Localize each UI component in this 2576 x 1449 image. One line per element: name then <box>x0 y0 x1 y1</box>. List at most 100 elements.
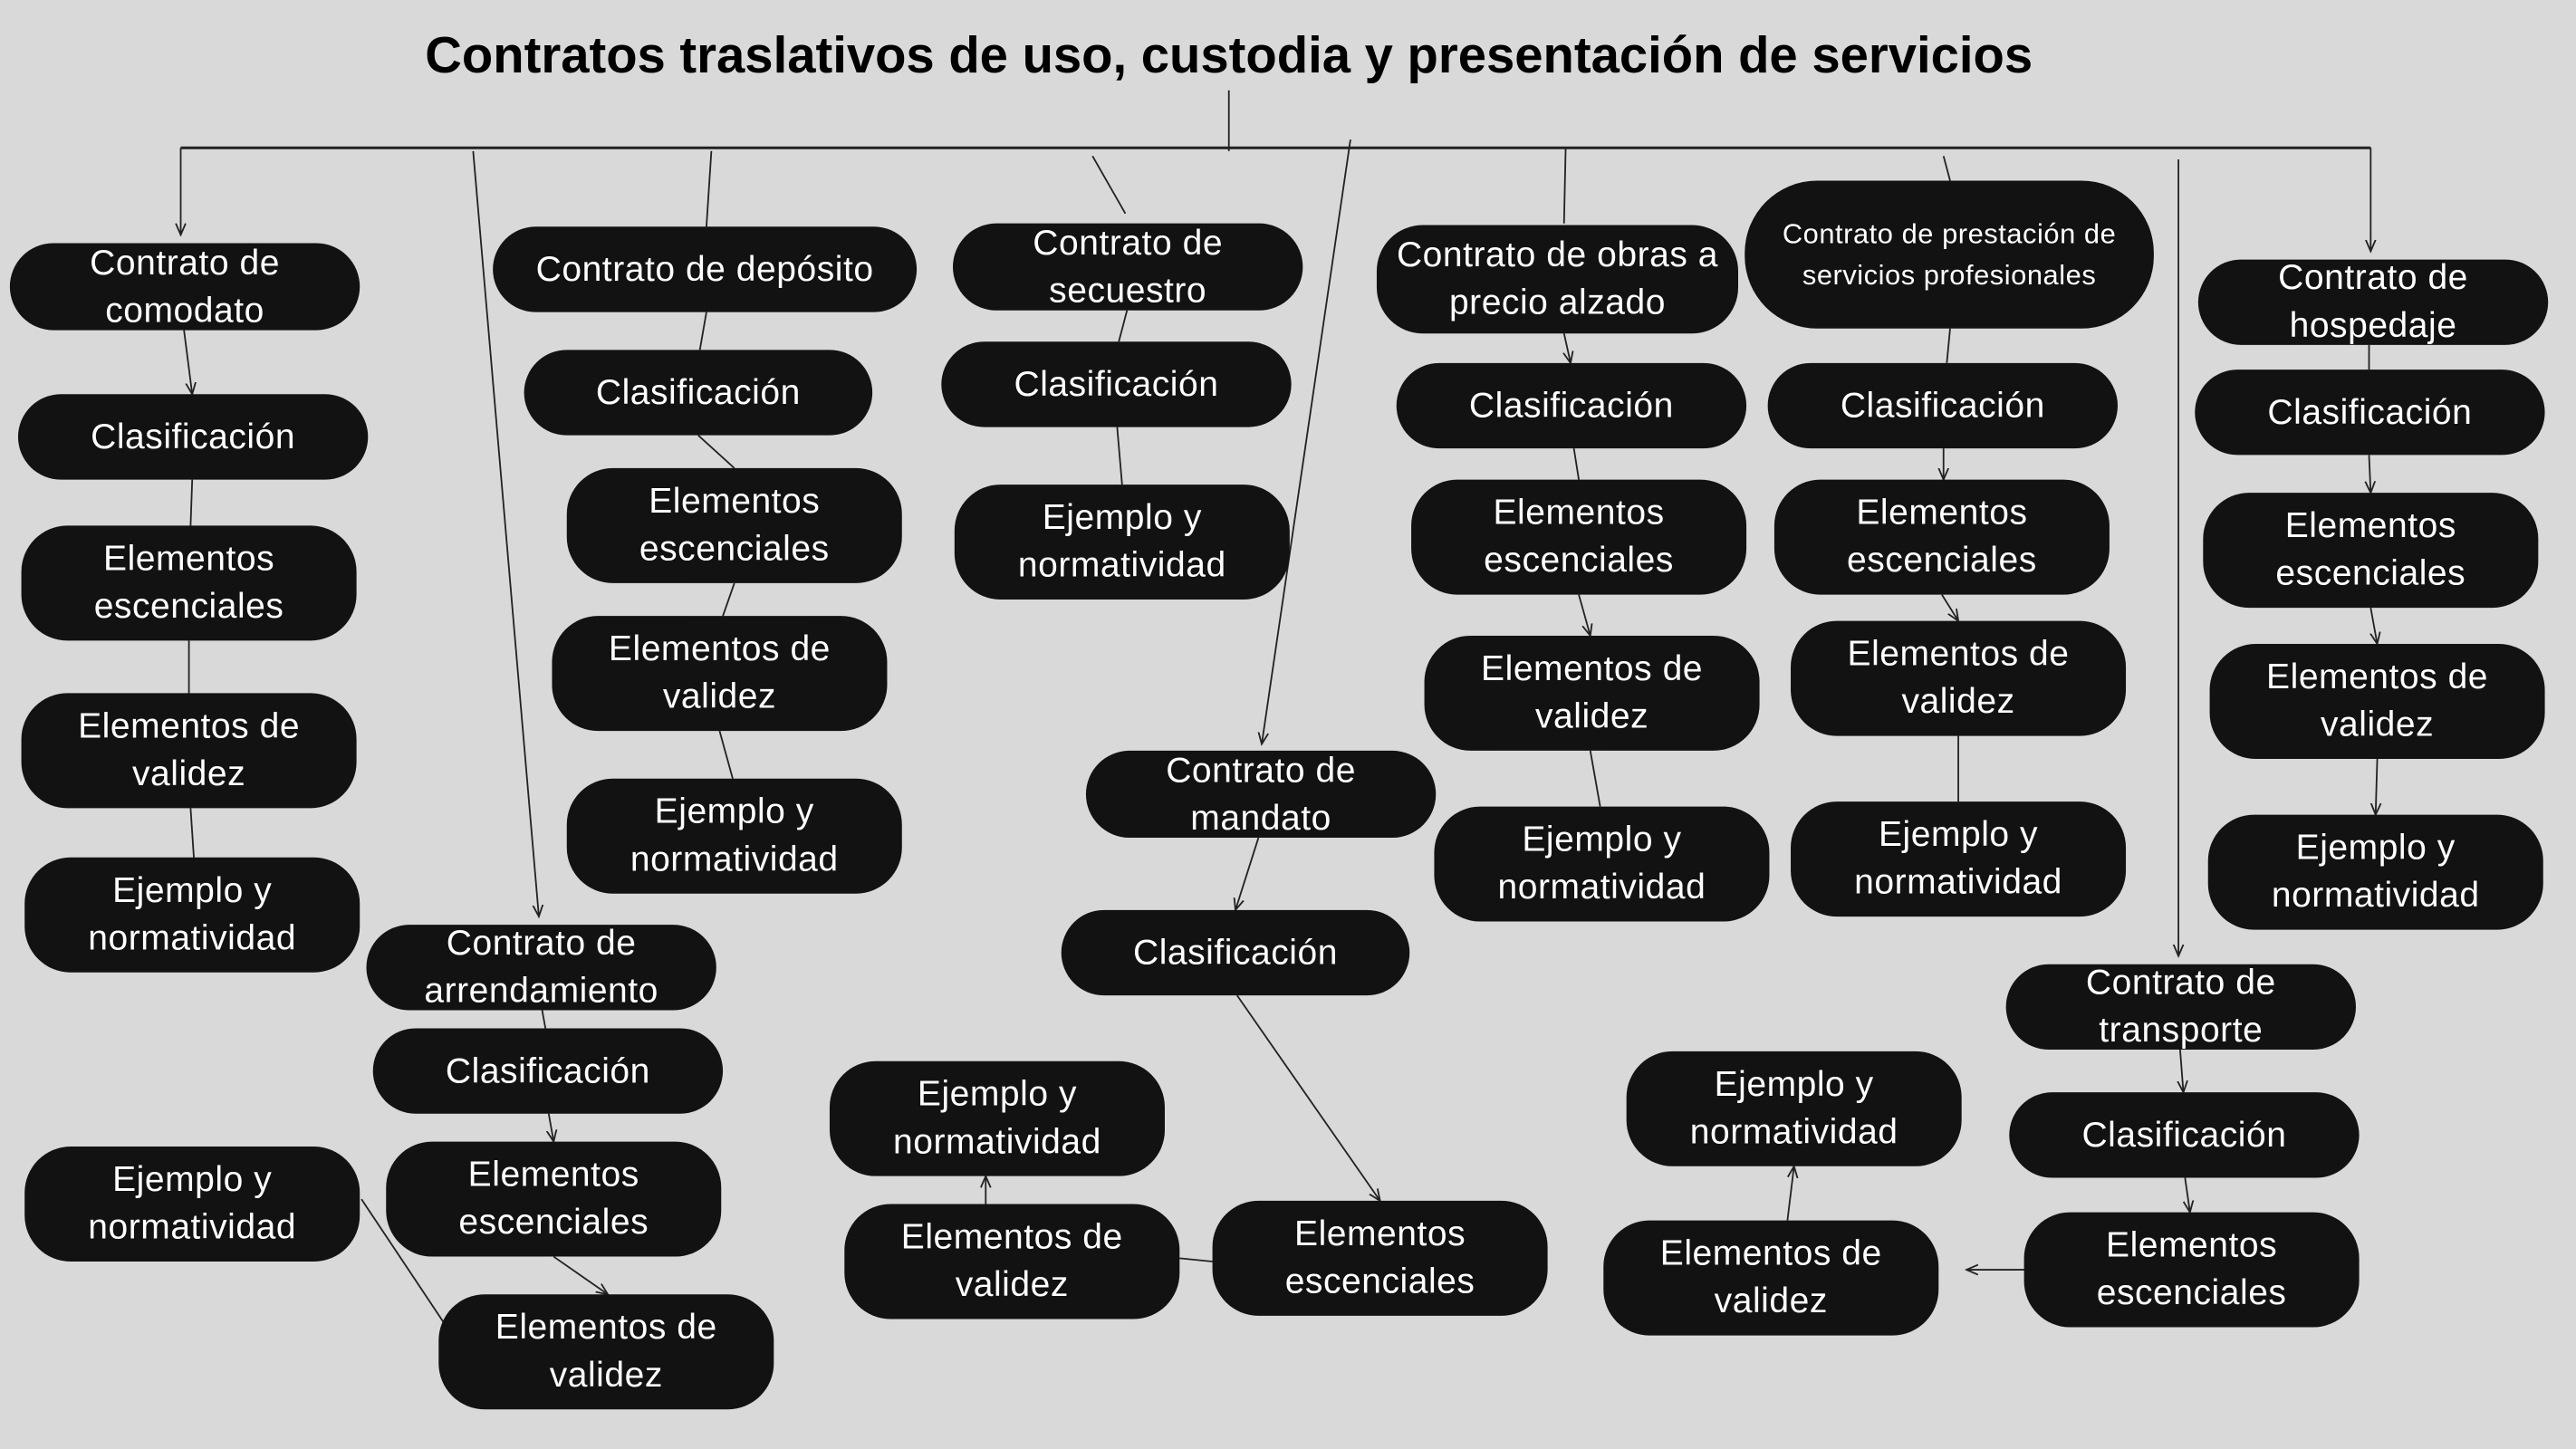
node-label: Clasificación <box>1468 385 1674 425</box>
connector-arrow <box>2376 758 2378 815</box>
node-transporte-elementos-validez[interactable]: Elementos de validez <box>1603 1220 1939 1336</box>
connector-line <box>1589 750 1601 807</box>
node-prestacion-elementos-esenciales[interactable]: Elementos escenciales <box>1773 479 2110 595</box>
node-label: Contrato de transporte <box>2085 962 2276 1051</box>
node-label: Contrato de depósito <box>535 248 874 289</box>
node-comodato[interactable]: Contrato de comodato <box>9 243 360 331</box>
node-secuestro-clasificacion[interactable]: Clasificación <box>941 341 1292 427</box>
node-hospedaje-elementos-esenciales[interactable]: Elementos escenciales <box>2203 493 2539 609</box>
node-label: Contrato de comodato <box>90 242 280 330</box>
node-label: Elementos escenciales <box>1847 493 2037 581</box>
node-label: Clasificación <box>1014 363 1219 404</box>
node-label: Ejemplo y normatividad <box>88 870 297 958</box>
connector-line <box>1942 156 1951 181</box>
node-deposito[interactable]: Contrato de depósito <box>493 226 918 312</box>
node-label: Elementos escenciales <box>93 538 284 627</box>
connector-line <box>1562 148 1567 224</box>
node-deposito-ejemplo[interactable]: Ejemplo y normatividad <box>566 778 902 894</box>
connector-line <box>697 434 735 469</box>
connector-arrow <box>2185 1177 2189 1212</box>
node-arrendamiento-clasificacion[interactable]: Clasificación <box>372 1028 724 1114</box>
node-label: Contrato de prestación de servicios prof… <box>1782 218 2117 292</box>
node-label: Elementos de validez <box>1481 648 1704 736</box>
node-label: Elementos escenciales <box>2275 505 2466 593</box>
connector-line <box>698 312 707 350</box>
node-transporte-clasificacion[interactable]: Clasificación <box>2009 1092 2360 1178</box>
node-mandato[interactable]: Contrato de mandato <box>1085 750 1437 839</box>
node-comodato-elementos-esenciales[interactable]: Elementos escenciales <box>21 525 357 641</box>
node-label: Elementos de validez <box>495 1307 717 1395</box>
node-label: Elementos escenciales <box>2096 1225 2287 1313</box>
node-arrendamiento-elementos-esenciales[interactable]: Elementos escenciales <box>386 1141 722 1257</box>
node-transporte[interactable]: Contrato de transporte <box>2005 963 2356 1051</box>
node-label: Ejemplo y normatividad <box>893 1074 1101 1162</box>
connector-arrow <box>1262 139 1351 744</box>
node-label: Ejemplo y normatividad <box>1854 814 2062 902</box>
node-hospedaje-ejemplo[interactable]: Ejemplo y normatividad <box>2207 814 2543 930</box>
node-arrendamiento[interactable]: Contrato de arrendamiento <box>366 923 716 1011</box>
node-prestacion-clasificacion[interactable]: Clasificación <box>1767 362 2118 449</box>
node-obras-clasificacion[interactable]: Clasificación <box>1396 362 1747 449</box>
node-label: Ejemplo y normatividad <box>1689 1064 1898 1152</box>
connector-arrow <box>2180 1049 2184 1092</box>
node-deposito-elementos-esenciales[interactable]: Elementos escenciales <box>566 467 902 583</box>
node-label: Ejemplo y normatividad <box>630 792 839 879</box>
connector-line <box>1179 1257 1213 1262</box>
connector-line <box>706 150 713 227</box>
node-label: Clasificación <box>595 371 801 412</box>
connector-arrow <box>183 330 192 395</box>
node-label: Contrato de mandato <box>1166 749 1356 838</box>
node-obras-ejemplo[interactable]: Ejemplo y normatividad <box>1434 806 1770 922</box>
node-transporte-ejemplo[interactable]: Ejemplo y normatividad <box>1626 1051 1962 1166</box>
node-hospedaje-clasificacion[interactable]: Clasificación <box>2195 369 2545 456</box>
connector-arrow <box>553 1255 608 1295</box>
node-deposito-clasificacion[interactable]: Clasificación <box>524 350 873 436</box>
node-transporte-elementos-esenciales[interactable]: Elementos escenciales <box>2023 1212 2360 1328</box>
node-label: Elementos de validez <box>1847 634 2070 722</box>
node-label: Clasificación <box>2267 391 2473 432</box>
node-obras-elementos-esenciales[interactable]: Elementos escenciales <box>1411 479 1747 595</box>
node-label: Contrato de arrendamiento <box>424 923 658 1011</box>
node-arrendamiento-ejemplo[interactable]: Ejemplo y normatividad <box>24 1147 360 1262</box>
node-label: Elementos escenciales <box>639 481 830 569</box>
diagram-title: Contratos traslativos de uso, custodia y… <box>425 26 2033 84</box>
connector-arrow <box>472 150 539 916</box>
node-mandato-elementos-validez[interactable]: Elementos de validez <box>844 1204 1180 1319</box>
node-mandato-clasificacion[interactable]: Clasificación <box>1061 909 1410 996</box>
node-obras[interactable]: Contrato de obras a precio alzado <box>1376 225 1739 334</box>
node-hospedaje[interactable]: Contrato de hospedaje <box>2197 258 2549 345</box>
node-label: Clasificación <box>91 416 296 456</box>
connector-arrow <box>1578 594 1591 636</box>
connector-line <box>718 730 734 779</box>
node-mandato-ejemplo[interactable]: Ejemplo y normatividad <box>829 1060 1165 1176</box>
node-secuestro-ejemplo[interactable]: Ejemplo y normatividad <box>954 485 1290 600</box>
connector-line <box>360 1198 445 1323</box>
node-mandato-elementos-esenciales[interactable]: Elementos escenciales <box>1212 1200 1548 1316</box>
node-label: Elementos de validez <box>1659 1233 1882 1321</box>
node-label: Elementos de validez <box>900 1217 1123 1305</box>
node-comodato-elementos-validez[interactable]: Elementos de validez <box>21 693 357 809</box>
node-label: Contrato de secuestro <box>1033 222 1224 310</box>
node-label: Elementos escenciales <box>1284 1214 1475 1301</box>
node-label: Contrato de obras a precio alzado <box>1396 235 1719 322</box>
connector-arrow <box>1236 994 1380 1201</box>
connector-line <box>541 1010 547 1029</box>
node-deposito-elementos-validez[interactable]: Elementos de validez <box>552 616 888 732</box>
node-obras-elementos-validez[interactable]: Elementos de validez <box>1424 635 1760 751</box>
connector-arrow <box>1786 1166 1793 1221</box>
node-label: Clasificación <box>2081 1114 2287 1155</box>
node-comodato-ejemplo[interactable]: Ejemplo y normatividad <box>24 857 360 973</box>
node-prestacion-ejemplo[interactable]: Ejemplo y normatividad <box>1791 801 2127 917</box>
connector-line <box>1118 310 1129 342</box>
node-arrendamiento-elementos-validez[interactable]: Elementos de validez <box>438 1294 774 1410</box>
node-secuestro[interactable]: Contrato de secuestro <box>953 223 1303 311</box>
connector-line <box>1572 448 1580 480</box>
node-prestacion-elementos-validez[interactable]: Elementos de validez <box>1791 620 2127 736</box>
node-label: Ejemplo y normatividad <box>2271 828 2480 916</box>
node-hospedaje-elementos-validez[interactable]: Elementos de validez <box>2209 644 2545 759</box>
node-prestacion[interactable]: Contrato de prestación de servicios prof… <box>1745 180 2154 329</box>
connector-arrow <box>1564 333 1571 363</box>
node-label: Contrato de hospedaje <box>2278 257 2468 345</box>
node-comodato-clasificacion[interactable]: Clasificación <box>17 394 369 480</box>
